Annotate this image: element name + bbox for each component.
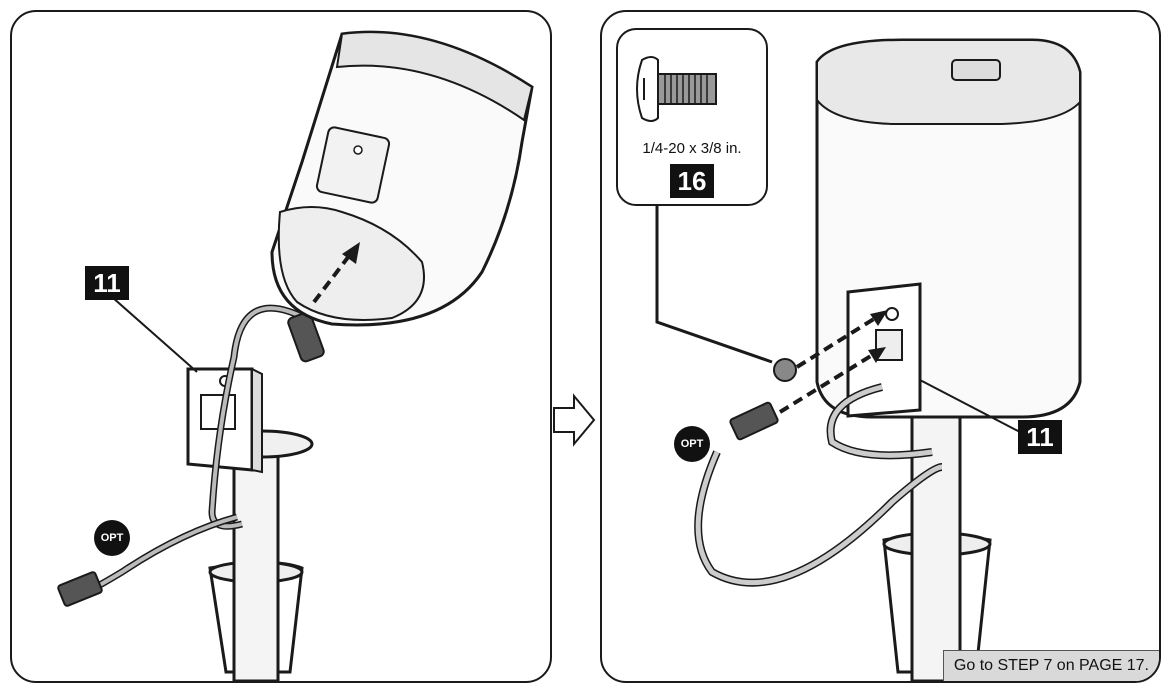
- screw-icon: [636, 56, 717, 122]
- step-panel-left: 11 OPT: [10, 10, 552, 683]
- optional-badge: OPT: [94, 520, 130, 556]
- part-callout-16: 16: [670, 164, 714, 198]
- part-callout-11: 11: [85, 266, 129, 300]
- screw-part-16: [773, 358, 797, 382]
- speaker-bracket-illustration: [57, 30, 534, 681]
- part-callout-11: 11: [1018, 420, 1062, 454]
- ethernet-connector: [729, 401, 779, 441]
- ethernet-connector: [57, 571, 103, 607]
- step-panel-right: 1/4-20 x 3/8 in. 16 11 OPT Go to STEP 7 …: [600, 10, 1161, 683]
- arrow-right-outline-icon: [553, 393, 596, 447]
- cable-plug: [287, 311, 325, 363]
- optional-badge: OPT: [674, 426, 710, 462]
- speaker-mounted-illustration: [655, 38, 1082, 681]
- screw-size-label: 1/4-20 x 3/8 in.: [642, 140, 742, 157]
- stand-column: [232, 450, 280, 681]
- hardware-callout-box: 1/4-20 x 3/8 in. 16: [616, 28, 768, 206]
- insert-arrow: [312, 250, 354, 304]
- next-step-note: Go to STEP 7 on PAGE 17.: [942, 650, 1159, 681]
